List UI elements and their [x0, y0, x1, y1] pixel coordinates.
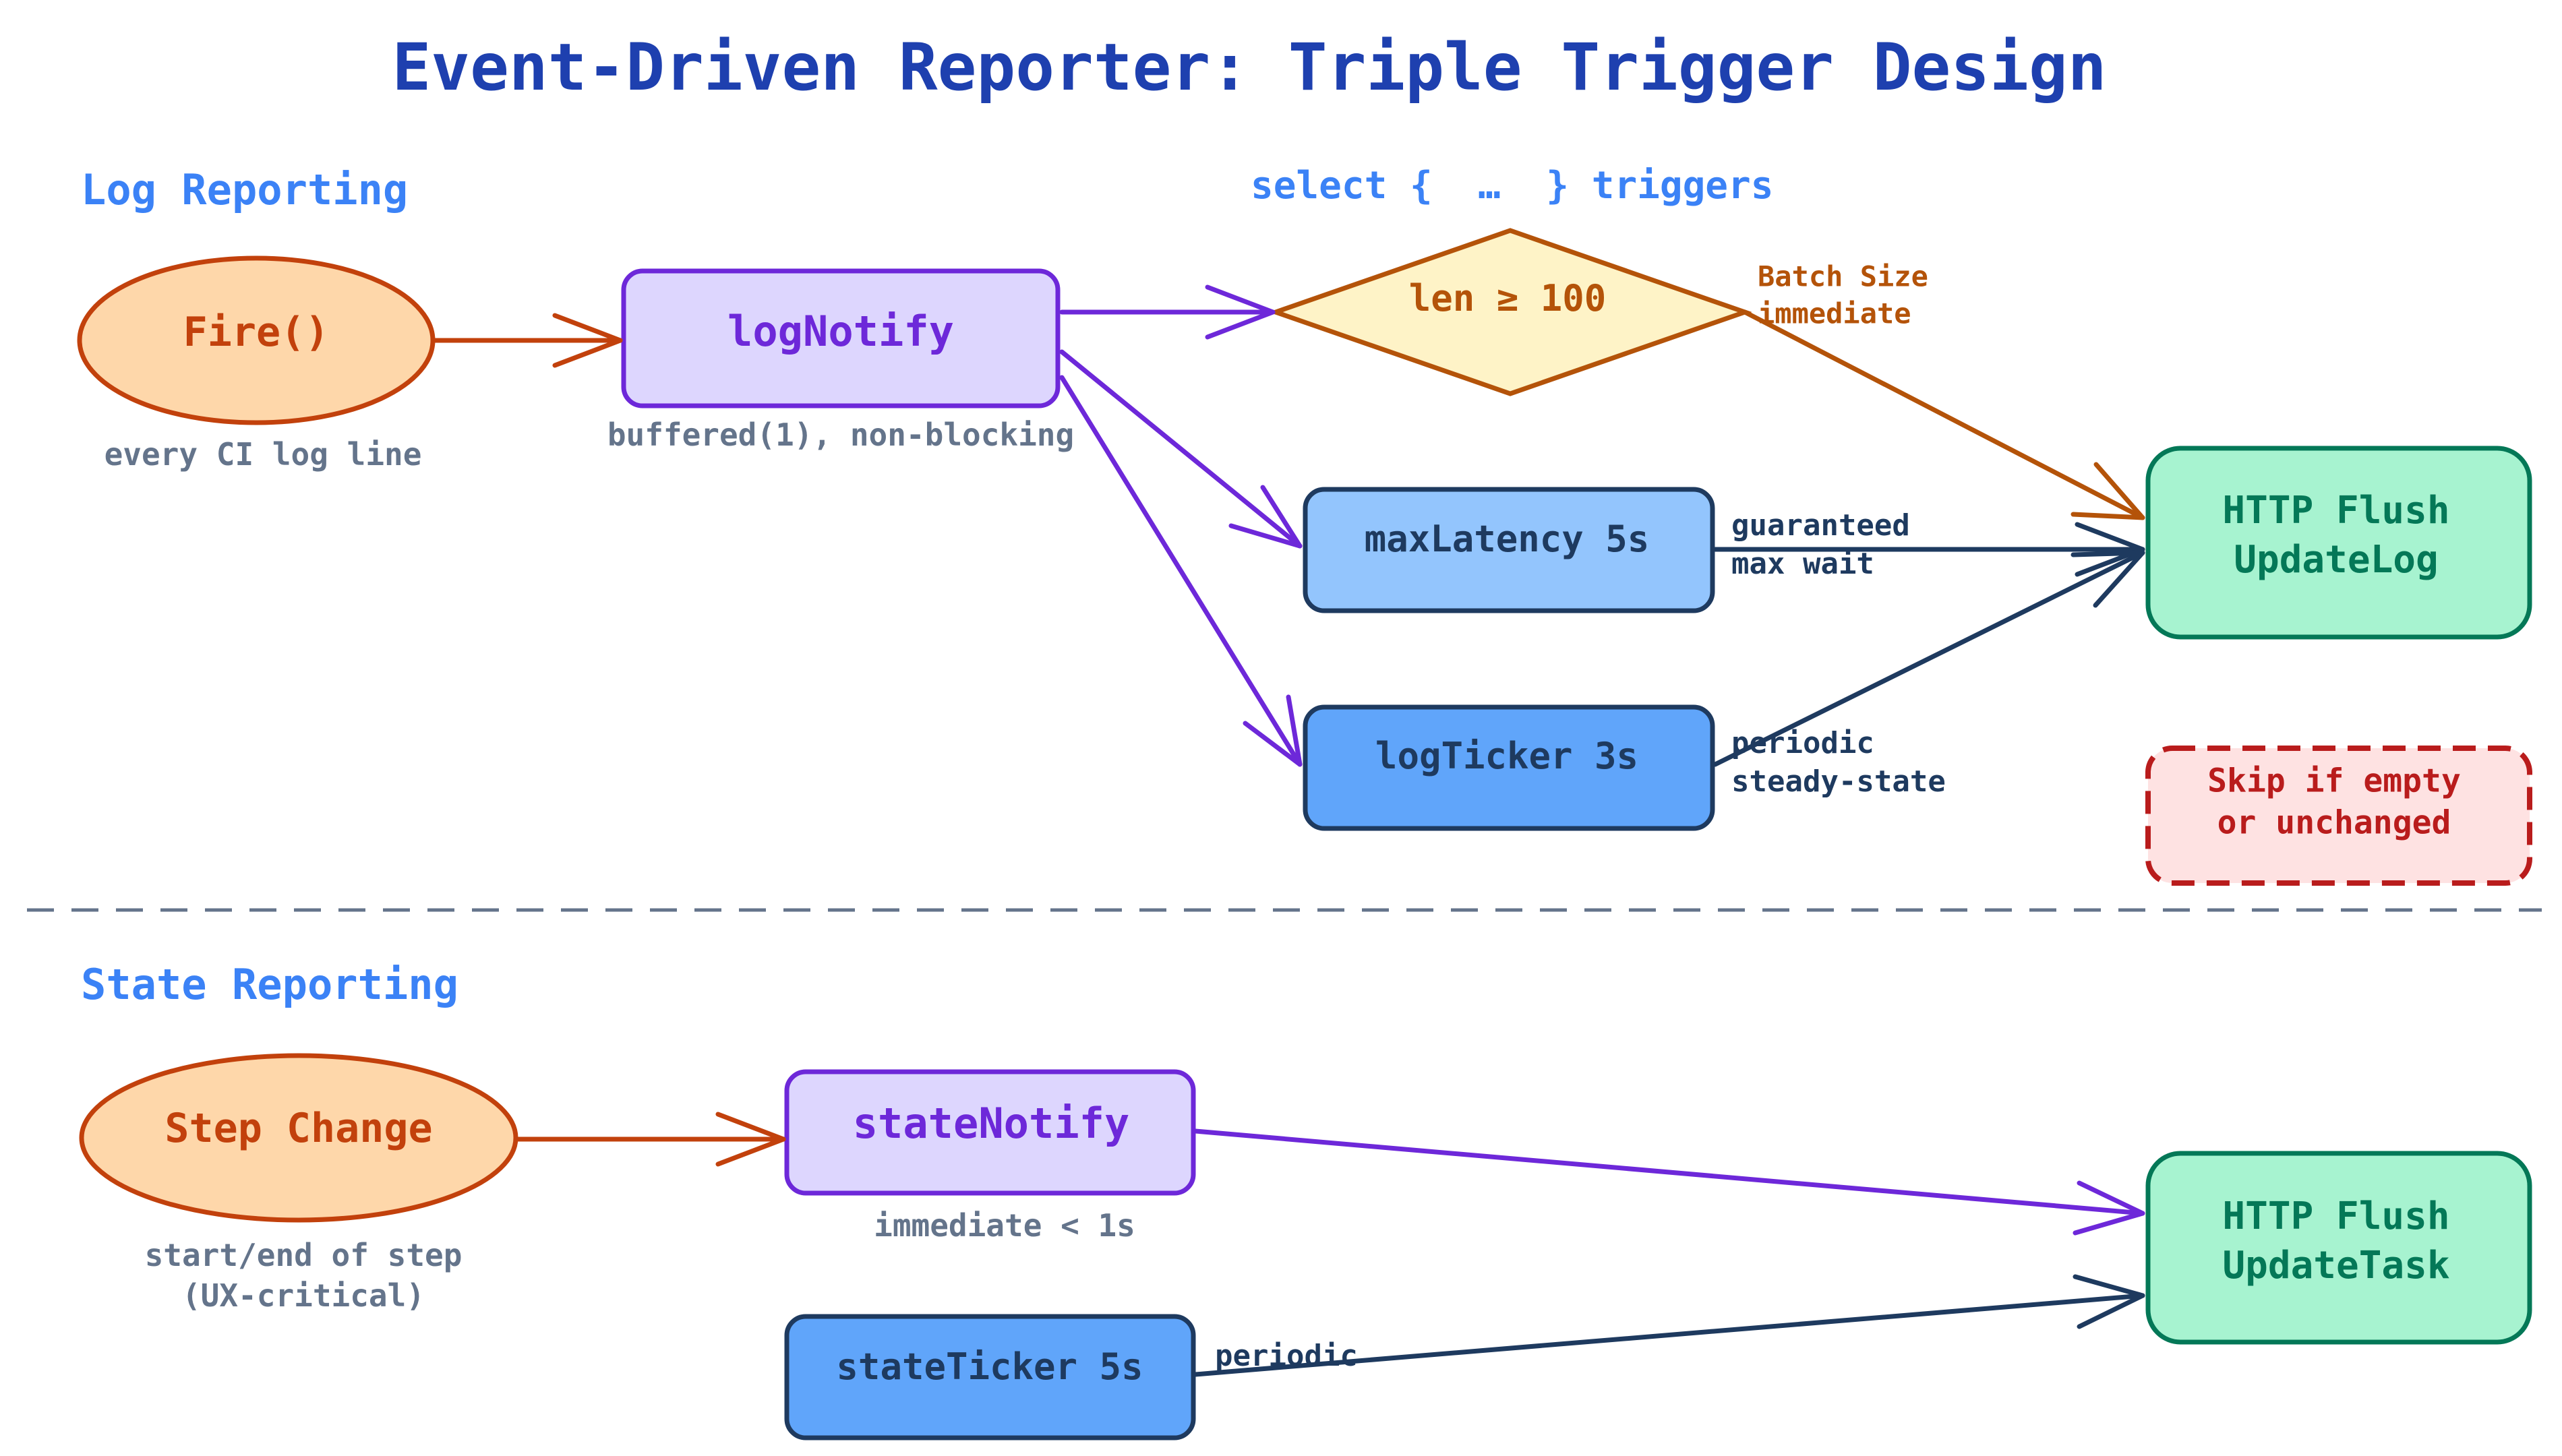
- select-triggers-header: select { … } triggers: [1251, 164, 1774, 208]
- section-log-reporting: Log Reporting: [81, 165, 409, 214]
- max-latency-label: maxLatency 5s: [1364, 518, 1650, 560]
- batch-condition-label: len ≥ 100: [1408, 277, 1607, 320]
- log-notify-label: logNotify: [727, 307, 954, 356]
- arrow-stepchange-to-statenotify: [514, 1112, 786, 1167]
- fire-label: Fire(): [183, 309, 330, 356]
- fire-note: every CI log line: [104, 436, 422, 473]
- skip-note-label: Skip if empty or unchanged: [2207, 762, 2461, 842]
- state-notify-label: stateNotify: [852, 1099, 1130, 1148]
- log-ticker-label: logTicker 3s: [1375, 735, 1639, 777]
- http-flush-task-label: HTTP Flush UpdateTask: [2222, 1194, 2450, 1287]
- state-notify-note: immediate < 1s: [874, 1207, 1135, 1244]
- state-ticker-node: [784, 1314, 1196, 1440]
- max-latency-node: [1303, 487, 1715, 613]
- page-title: Event-Driven Reporter: Triple Trigger De…: [392, 30, 2107, 105]
- state-ticker-label: stateTicker 5s: [836, 1345, 1143, 1388]
- arrow-lognotify-to-logticker: [1059, 375, 1303, 767]
- arrow-stateticker-to-httpflush: [1193, 1274, 2145, 1377]
- step-change-note: start/end of step (UX-critical): [144, 1237, 463, 1314]
- http-flush-log-label: HTTP Flush UpdateLog: [2222, 489, 2450, 582]
- max-latency-note: guaranteed max wait: [1731, 508, 1910, 581]
- log-ticker-node: [1303, 704, 1715, 831]
- state-notify-node: [784, 1069, 1196, 1196]
- arrow-lognotify-to-batch: [1059, 284, 1276, 340]
- skip-note-box: [2145, 746, 2532, 886]
- state-ticker-note: periodic: [1215, 1339, 1358, 1373]
- log-notify-note: buffered(1), non-blocking: [607, 417, 1075, 453]
- http-flush-task-node: [2145, 1151, 2532, 1345]
- arrow-statenotify-to-httpflush: [1193, 1128, 2145, 1236]
- arrow-logticker-to-httpflush: [1712, 550, 2145, 767]
- arrow-batch-to-httpflush: [1742, 309, 2145, 520]
- arrow-lognotify-to-maxlatency: [1059, 349, 1303, 549]
- log-notify-node: [621, 268, 1061, 408]
- arrow-maxlatency-to-httpflush: [1712, 522, 2145, 577]
- http-flush-log-node: [2145, 446, 2532, 640]
- batch-size-note: Batch Size immediate: [1758, 260, 1928, 330]
- arrow-fire-to-lognotify: [431, 313, 623, 368]
- section-state-reporting: State Reporting: [81, 960, 458, 1009]
- log-ticker-note: periodic steady-state: [1731, 725, 1946, 799]
- step-change-label: Step Change: [165, 1105, 433, 1152]
